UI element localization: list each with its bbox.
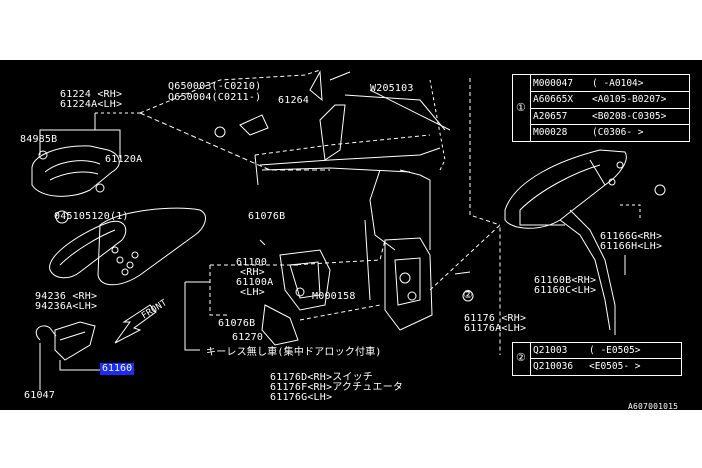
label-61224: 61224 <RH> [60, 89, 123, 100]
table1-row2-part: A60665X [533, 94, 574, 105]
drawing-code: A607001015 [628, 402, 679, 410]
label-61100a-lh: <LH> [240, 287, 265, 298]
label-61270: 61270 [232, 332, 264, 343]
table2-row1-part: Q21003 [533, 345, 568, 356]
table1-marker: ① [516, 101, 526, 114]
table1-row3-part: A20657 [533, 111, 568, 122]
front-arrow [114, 304, 157, 344]
table1-row3-range: <B0208-C0305> [592, 111, 667, 122]
table1-row4-range: (C0306- > [592, 127, 644, 138]
label-61160b: 61160B<RH> [534, 275, 597, 286]
label-61160-highlighted[interactable]: 61160 [100, 363, 135, 375]
label-q650003: Q650003(-C0210) [168, 81, 262, 92]
right-inner-handle [504, 149, 627, 229]
label-61076b-bottom: 61076B [218, 318, 256, 329]
label-61176g: 61176G<LH> [270, 392, 333, 403]
label-94236a: 94236A<LH> [35, 301, 98, 312]
label-94236: 94236 <RH> [35, 291, 98, 302]
label-61166g: 61166G<RH> [600, 231, 663, 242]
parts-table-2: ② Q21003 ( -E0505> Q210036 <E0505- > [512, 342, 682, 376]
table1-row4-part: M00028 [533, 127, 568, 138]
label-61047: 61047 [24, 390, 56, 401]
label-045105120: 045105120(1) [54, 211, 129, 222]
label-w205103: W205103 [370, 83, 414, 94]
label-61160c: 61160C<LH> [534, 285, 597, 296]
parts-table-1: ① M000047 ( -A0104> A60665X <A0105-B0207… [512, 74, 690, 142]
label-61076b-top: 61076B [248, 211, 286, 222]
label-61100: 61100 [236, 257, 268, 268]
label-61176a: 61176A<LH> [464, 323, 527, 334]
table1-row1-range: ( -A0104> [592, 78, 644, 89]
table1-row1-part: M000047 [533, 78, 574, 89]
callout-2-near-latch: ② [463, 288, 474, 301]
label-m000158: M000158 [312, 291, 356, 302]
label-keyless-note: キーレス無し車(集中ドアロック付車) [206, 347, 382, 358]
actuator-bracket [279, 249, 331, 311]
label-61224a: 61224A<LH> [60, 99, 123, 110]
diagram-line-art [31, 69, 666, 390]
label-61176: 61176 <RH> [464, 313, 527, 324]
label-61166h: 61166H<LH> [600, 241, 663, 252]
inner-handle-bezel [49, 220, 127, 279]
label-61100a: 61100A [236, 277, 274, 288]
table2-row2-range: <E0505- > [589, 361, 641, 372]
label-61100-rh: <RH> [240, 267, 265, 278]
label-61176f: 61176F<RH>アクチュエータ [270, 382, 404, 393]
table1-row2-range: <A0105-B0207> [592, 94, 667, 105]
label-q650004: Q650004(C0211-) [168, 92, 262, 103]
label-61176d: 61176D<RH>スイッチ [270, 372, 374, 383]
table2-marker: ② [516, 351, 526, 364]
parts-diagram-panel: 61224 <RH> 61224A<LH> 84985B 61120A 0451… [0, 60, 702, 410]
table2-row1-range: ( -E0505> [589, 345, 641, 356]
door-latch [384, 237, 433, 331]
table2-row2-part: Q210036 [533, 361, 574, 372]
label-61120a: 61120A [105, 154, 143, 165]
outer-handle-shape [31, 145, 120, 197]
label-61264: 61264 [278, 95, 310, 106]
label-84985b: 84985B [20, 134, 58, 145]
